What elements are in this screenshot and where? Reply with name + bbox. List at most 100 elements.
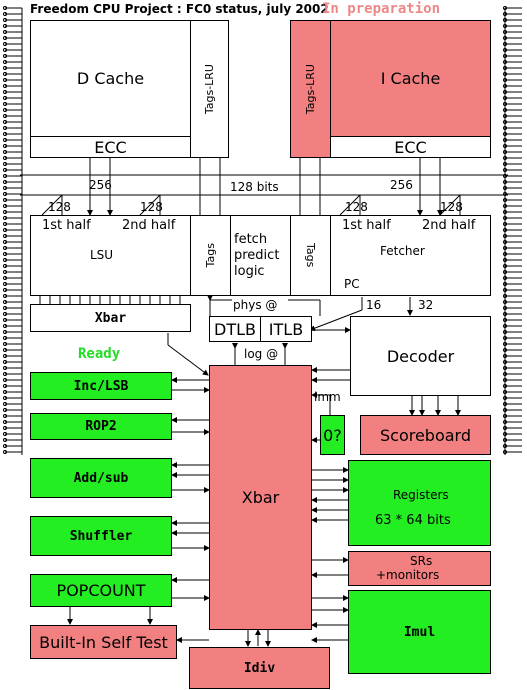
inc-lsb-unit: Inc/LSB <box>30 372 172 400</box>
srs-monitors-unit: SRs +monitors <box>348 551 491 586</box>
pin-dot <box>3 414 7 418</box>
pin-dot <box>3 396 7 400</box>
zero-test-label: 0? <box>323 425 342 445</box>
pin-dot <box>3 282 7 286</box>
dcache-ecc: ECC <box>30 136 191 158</box>
pin-dot <box>3 348 7 352</box>
pin-dot <box>3 120 7 124</box>
pin-dot <box>3 252 7 256</box>
pin-dot <box>3 108 7 112</box>
main-xbar-label: Xbar <box>241 488 280 507</box>
dtlb-block: DTLB <box>209 316 261 342</box>
imul-unit: Imul <box>348 590 491 674</box>
pin-dot <box>3 234 7 238</box>
pin-dot <box>3 66 7 70</box>
pin-dot <box>3 444 7 448</box>
pin-dot <box>3 150 7 154</box>
pin-dot <box>3 114 7 118</box>
rop2-unit: ROP2 <box>30 413 172 440</box>
pin-dot <box>3 72 7 76</box>
add-sub-label: Add/sub <box>73 470 129 486</box>
pin-dot <box>3 198 7 202</box>
bist-label: Built-In Self Test <box>39 632 168 652</box>
dcache-ecc-label: ECC <box>94 137 127 157</box>
popcount-label: POPCOUNT <box>56 581 146 600</box>
label-32: 32 <box>418 298 434 312</box>
pin-dot <box>3 270 7 274</box>
pin-dot <box>3 42 7 46</box>
zero-test-unit: 0? <box>320 415 345 455</box>
pin-dot <box>3 180 7 184</box>
imul-label: Imul <box>403 624 436 640</box>
itlb-label: ITLB <box>268 319 304 339</box>
idiv-unit: Idiv <box>189 647 330 689</box>
pin-dot <box>3 372 7 376</box>
label-128-d: 128 <box>440 200 463 214</box>
pin-dot <box>3 78 7 82</box>
registers-size: 63 * 64 bits <box>375 513 451 528</box>
pin-dot <box>3 240 7 244</box>
pin-dot <box>3 204 7 208</box>
pin-dot <box>3 192 7 196</box>
pin-dot <box>3 276 7 280</box>
dcache-tags-lru: Tags-LRU <box>190 20 229 158</box>
pin-dot <box>3 336 7 340</box>
pin-dot <box>3 288 7 292</box>
decoder-block: Decoder <box>350 316 491 396</box>
pin-dot <box>3 306 7 310</box>
pin-dot <box>3 354 7 358</box>
pc-label: PC <box>344 277 360 291</box>
pin-dot <box>3 438 7 442</box>
pin-dot <box>3 90 7 94</box>
lsu-tags-label: Tags <box>204 243 217 268</box>
label-128-b: 128 <box>140 200 163 214</box>
pin-dot <box>3 168 7 172</box>
icache-block: I Cache <box>330 20 491 137</box>
pin-dot <box>3 138 7 142</box>
fetcher-half2: 2nd half <box>422 218 476 233</box>
scoreboard-unit: Scoreboard <box>360 415 491 455</box>
dtlb-label: DTLB <box>214 319 256 339</box>
shuffler-unit: Shuffler <box>30 516 172 556</box>
pin-dot <box>3 18 7 22</box>
pin-dot <box>3 156 7 160</box>
pin-dot <box>3 360 7 364</box>
pin-dot <box>3 132 7 136</box>
shuffler-label: Shuffler <box>69 528 133 544</box>
icache-label: I Cache <box>380 69 441 88</box>
pin-dot <box>3 390 7 394</box>
pin-dot <box>3 216 7 220</box>
bist-unit: Built-In Self Test <box>30 625 177 659</box>
pin-dot <box>3 12 7 16</box>
scoreboard-label: Scoreboard <box>379 425 471 445</box>
pin-dot <box>3 222 7 226</box>
diagram-title: Freedom CPU Project : FC0 status, july 2… <box>30 2 329 16</box>
pin-dot <box>3 186 7 190</box>
label-256-right: 256 <box>390 178 413 192</box>
pin-dot <box>3 384 7 388</box>
pin-dot <box>3 342 7 346</box>
fetcher-tags-label: Tags <box>304 243 317 268</box>
pin-dot <box>3 6 7 10</box>
dcache-tags-label: Tags-LRU <box>203 63 216 115</box>
pin-dot <box>3 264 7 268</box>
pin-dot <box>3 432 7 436</box>
pin-dot <box>3 318 7 322</box>
pin-dot <box>3 294 7 298</box>
pin-dot <box>3 246 7 250</box>
lsu-label: LSU <box>90 248 114 262</box>
pin-dot <box>3 102 7 106</box>
pin-dot <box>3 378 7 382</box>
add-sub-unit: Add/sub <box>30 458 172 498</box>
xbar-lsu-label: Xbar <box>94 310 127 326</box>
pin-dot <box>3 36 7 40</box>
dcache-label: D Cache <box>76 69 145 88</box>
pin-dot <box>3 450 7 454</box>
dcache-block: D Cache <box>30 20 191 137</box>
registers-label: Registers <box>393 488 449 502</box>
label-16: 16 <box>366 298 382 312</box>
main-xbar: Xbar <box>209 365 312 630</box>
label-256-left: 256 <box>89 178 112 192</box>
